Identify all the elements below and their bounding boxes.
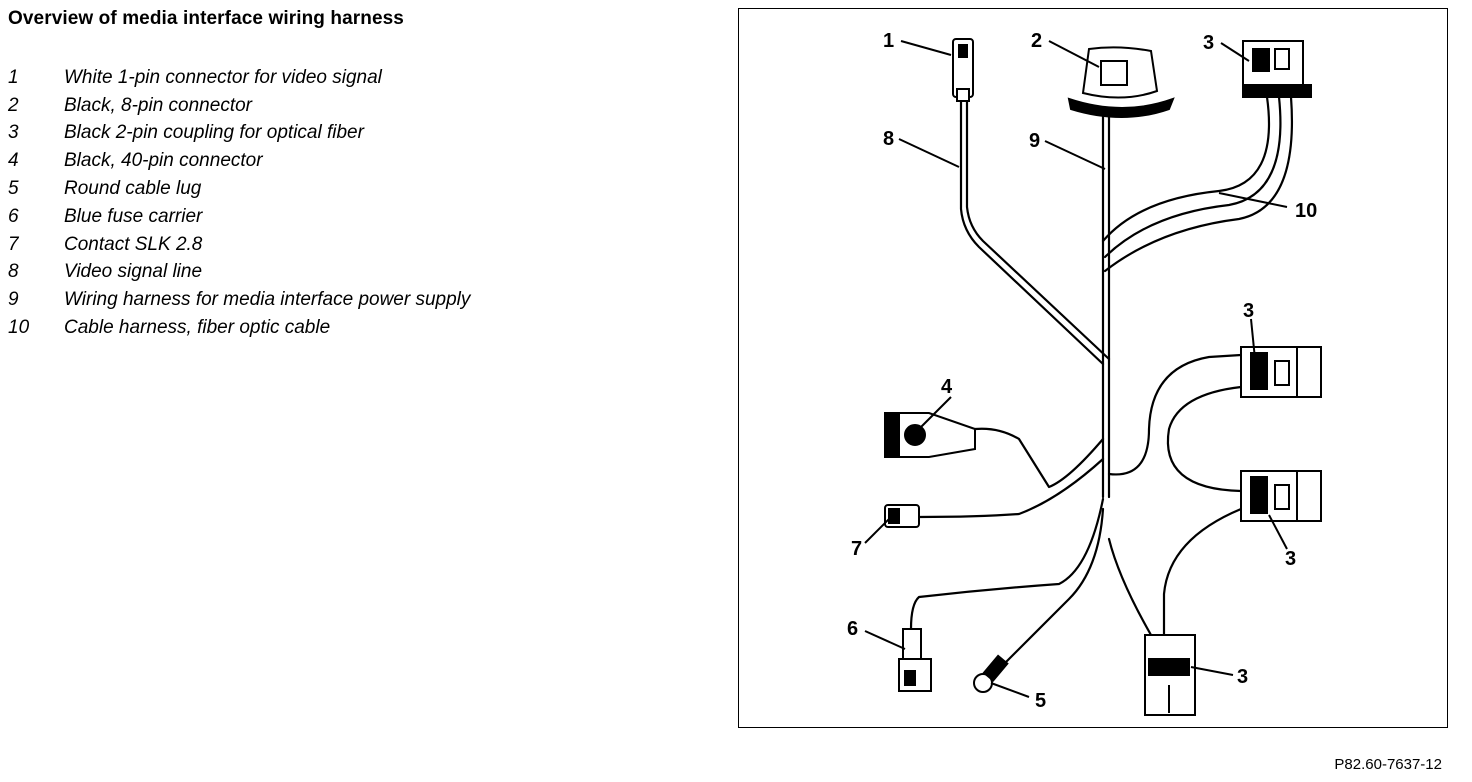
callout-5: 5 [1035,690,1046,712]
legend-item: 9 Wiring harness for media interface powe… [8,286,470,314]
legend-text: White 1-pin connector for video signal [64,66,382,88]
connector-3-right-upper [1240,346,1322,398]
callout-3-right-upper: 3 [1243,300,1254,322]
page-title: Overview of media interface wiring harne… [8,8,404,29]
connector-3-top [1242,40,1312,98]
legend-number: 4 [8,150,19,172]
callout-8: 8 [883,128,894,150]
connector-1-white [952,38,974,102]
branch-to-contact-7 [917,457,1105,519]
legend-text: Black, 8-pin connector [64,94,252,116]
legend-item: 3 Black 2-pin coupling for optical fiber [8,120,470,148]
callout-3-right-lower: 3 [1285,548,1296,570]
legend-number: 10 [8,317,30,339]
wiring-harness-diagram: 1 2 3 8 9 10 3 4 7 3 6 5 3 [738,8,1448,728]
contact-7-slk [884,504,920,528]
fiber-loop-upper [1107,353,1243,476]
connector-3-bottom [1144,634,1196,716]
callout-7: 7 [851,538,862,560]
fuse-carrier-6 [898,628,932,692]
legend-number: 8 [8,261,19,283]
legend-text: Wiring harness for media interface power… [64,289,471,311]
connector-2-8pin [1067,46,1175,118]
legend-item: 6 Blue fuse carrier [8,203,470,231]
callout-6: 6 [847,618,858,640]
connector-4-40pin [884,412,976,458]
fiber-optic-cable [1103,95,1293,273]
legend-number: 6 [8,205,19,227]
branch-to-cable-lug-5 [993,507,1105,675]
legend-item: 8 Video signal line [8,259,470,287]
legend-item: 2 Black, 8-pin connector [8,92,470,120]
legend-text: Black 2-pin coupling for optical fiber [64,122,364,144]
legend-item: 7 Contact SLK 2.8 [8,231,470,259]
legend-number: 9 [8,289,19,311]
legend-text: Blue fuse carrier [64,205,203,227]
cable-lug-5 [973,654,1009,693]
callout-1: 1 [883,30,894,52]
leader-lines [864,40,1288,698]
fiber-loop-middle [1166,385,1243,493]
fiber-optic-cable [1101,95,1271,243]
legend-number: 7 [8,233,19,255]
legend-item: 10 Cable harness, fiber optic cable [8,314,470,342]
legend-text: Video signal line [64,261,203,283]
harness-drawing: 1 2 3 8 9 10 3 4 7 3 6 5 3 [847,30,1322,716]
fiber-optic-cable [1103,95,1282,259]
video-signal-line [959,99,1105,366]
callout-4: 4 [941,376,953,398]
connector-3-right-lower [1240,470,1322,522]
legend-text: Cable harness, fiber optic cable [64,317,331,339]
legend-number: 5 [8,178,19,200]
legend-text: Round cable lug [64,178,202,200]
branch-to-connector-3-bottom [1107,537,1153,637]
callout-9: 9 [1029,130,1040,152]
branch-to-connector-4 [973,427,1105,489]
callout-10: 10 [1295,200,1317,222]
branch-to-fuse-6 [909,497,1105,631]
legend-text: Black, 40-pin connector [64,150,263,172]
legend-item: 5 Round cable lug [8,175,470,203]
legend-item: 4 Black, 40-pin connector [8,147,470,175]
legend-text: Contact SLK 2.8 [64,233,203,255]
legend-item: 1 White 1-pin connector for video signal [8,64,470,92]
callout-3-bottom: 3 [1237,666,1248,688]
fiber-loop-lower [1162,507,1243,636]
video-signal-line-outline [965,99,1111,361]
legend-number: 1 [8,66,19,88]
legend-number: 2 [8,94,19,116]
callout-3-top: 3 [1203,32,1214,54]
legend-number: 3 [8,122,19,144]
callout-2: 2 [1031,30,1042,52]
figure-reference-code: P82.60-7637-12 [1334,756,1442,773]
